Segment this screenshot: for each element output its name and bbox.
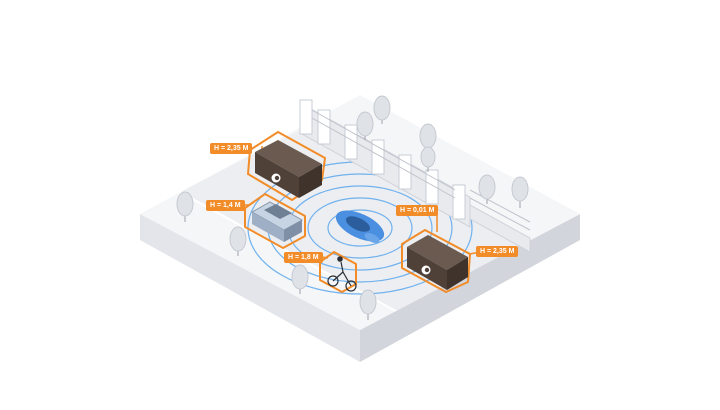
tree-icon [176, 95, 529, 320]
height-label-wall-gap: H = 0,01 M [396, 205, 439, 216]
height-label-car-left: H = 1,4 M [206, 200, 245, 211]
height-label-van-right: H = 2,35 M [476, 246, 519, 257]
cyclist-icon [327, 256, 357, 292]
van-icon [255, 140, 322, 198]
van-icon [407, 235, 468, 290]
car-icon [250, 201, 304, 242]
height-label-cyclist: H = 1,8 M [284, 252, 323, 263]
fence-icon [299, 99, 531, 253]
height-label-van-left: H = 2,35 M [210, 143, 253, 154]
car-icon [335, 210, 385, 243]
